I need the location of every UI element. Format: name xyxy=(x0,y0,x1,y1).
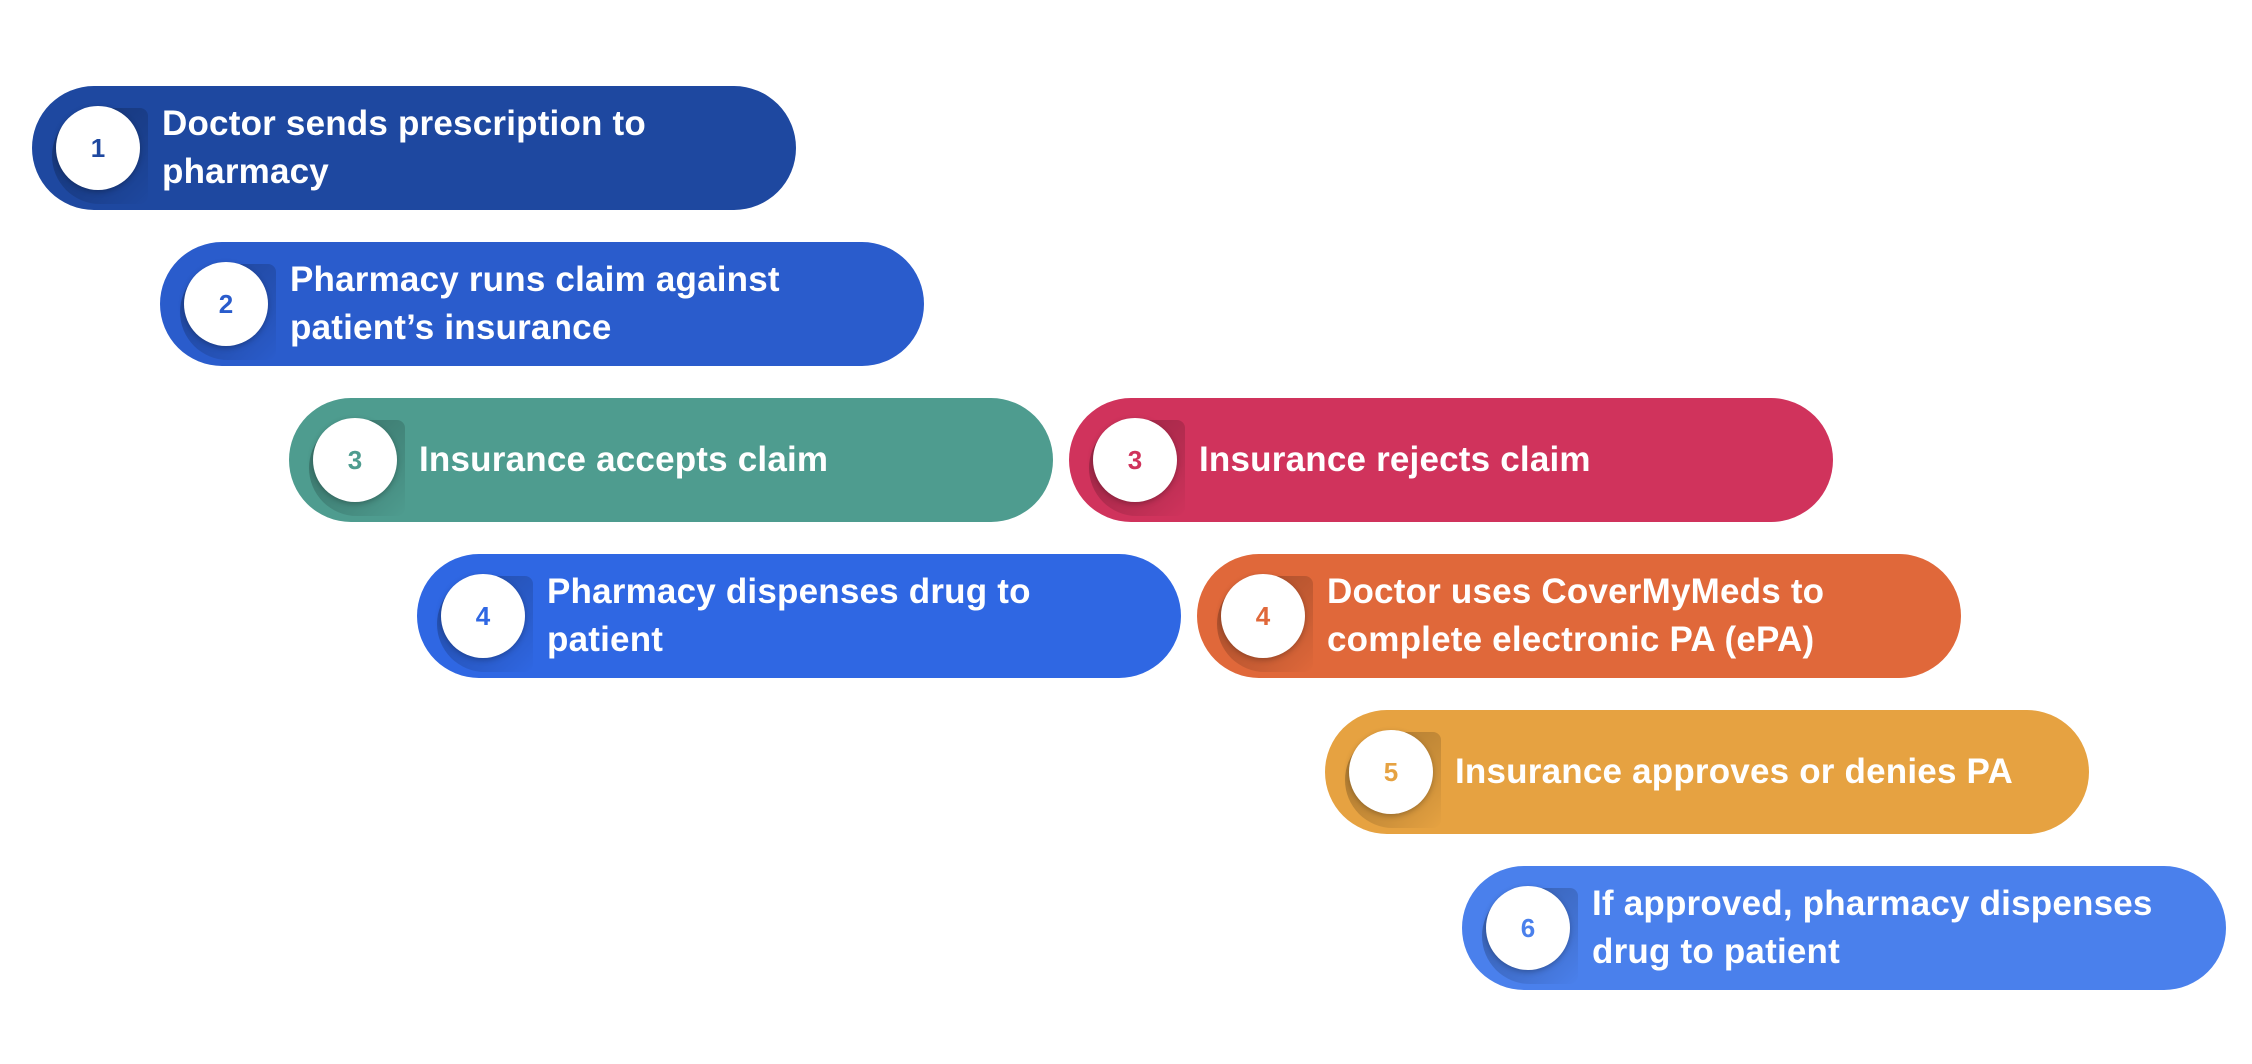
step-4-pharmacy-dispenses-drug: 4 Pharmacy dispenses drug to patient xyxy=(417,554,1181,678)
step-number-badge: 6 xyxy=(1486,886,1570,970)
step-3-insurance-rejects-claim: 3 Insurance rejects claim xyxy=(1069,398,1833,522)
step-2-pharmacy-runs-claim: 2 Pharmacy runs claim against patient’s … xyxy=(160,242,924,366)
step-number-badge: 4 xyxy=(441,574,525,658)
step-number-badge: 5 xyxy=(1349,730,1433,814)
step-number-badge: 1 xyxy=(56,106,140,190)
step-label: Doctor sends prescription to pharmacy xyxy=(162,104,646,191)
step-label: Pharmacy dispenses drug to patient xyxy=(547,572,1031,659)
step-label: Insurance rejects claim xyxy=(1199,440,1591,479)
step-6-pharmacy-dispenses-if-approved: 6 If approved, pharmacy dispenses drug t… xyxy=(1462,866,2226,990)
step-1-doctor-sends-prescription: 1 Doctor sends prescription to pharmacy xyxy=(32,86,796,210)
step-label: Doctor uses CoverMyMeds to complete elec… xyxy=(1327,572,1825,659)
step-number-badge: 3 xyxy=(1093,418,1177,502)
step-number-badge: 2 xyxy=(184,262,268,346)
step-number-badge: 4 xyxy=(1221,574,1305,658)
step-label: Insurance accepts claim xyxy=(419,440,829,479)
step-5-insurance-approves-or-denies: 5 Insurance approves or denies PA xyxy=(1325,710,2089,834)
step-3-insurance-accepts-claim: 3 Insurance accepts claim xyxy=(289,398,1053,522)
step-label: Pharmacy runs claim against patient’s in… xyxy=(290,260,780,347)
step-label: Insurance approves or denies PA xyxy=(1455,752,2013,791)
step-number-badge: 3 xyxy=(313,418,397,502)
step-4-doctor-uses-covermymeds: 4 Doctor uses CoverMyMeds to complete el… xyxy=(1197,554,1961,678)
step-label: If approved, pharmacy dispenses drug to … xyxy=(1592,884,2153,971)
